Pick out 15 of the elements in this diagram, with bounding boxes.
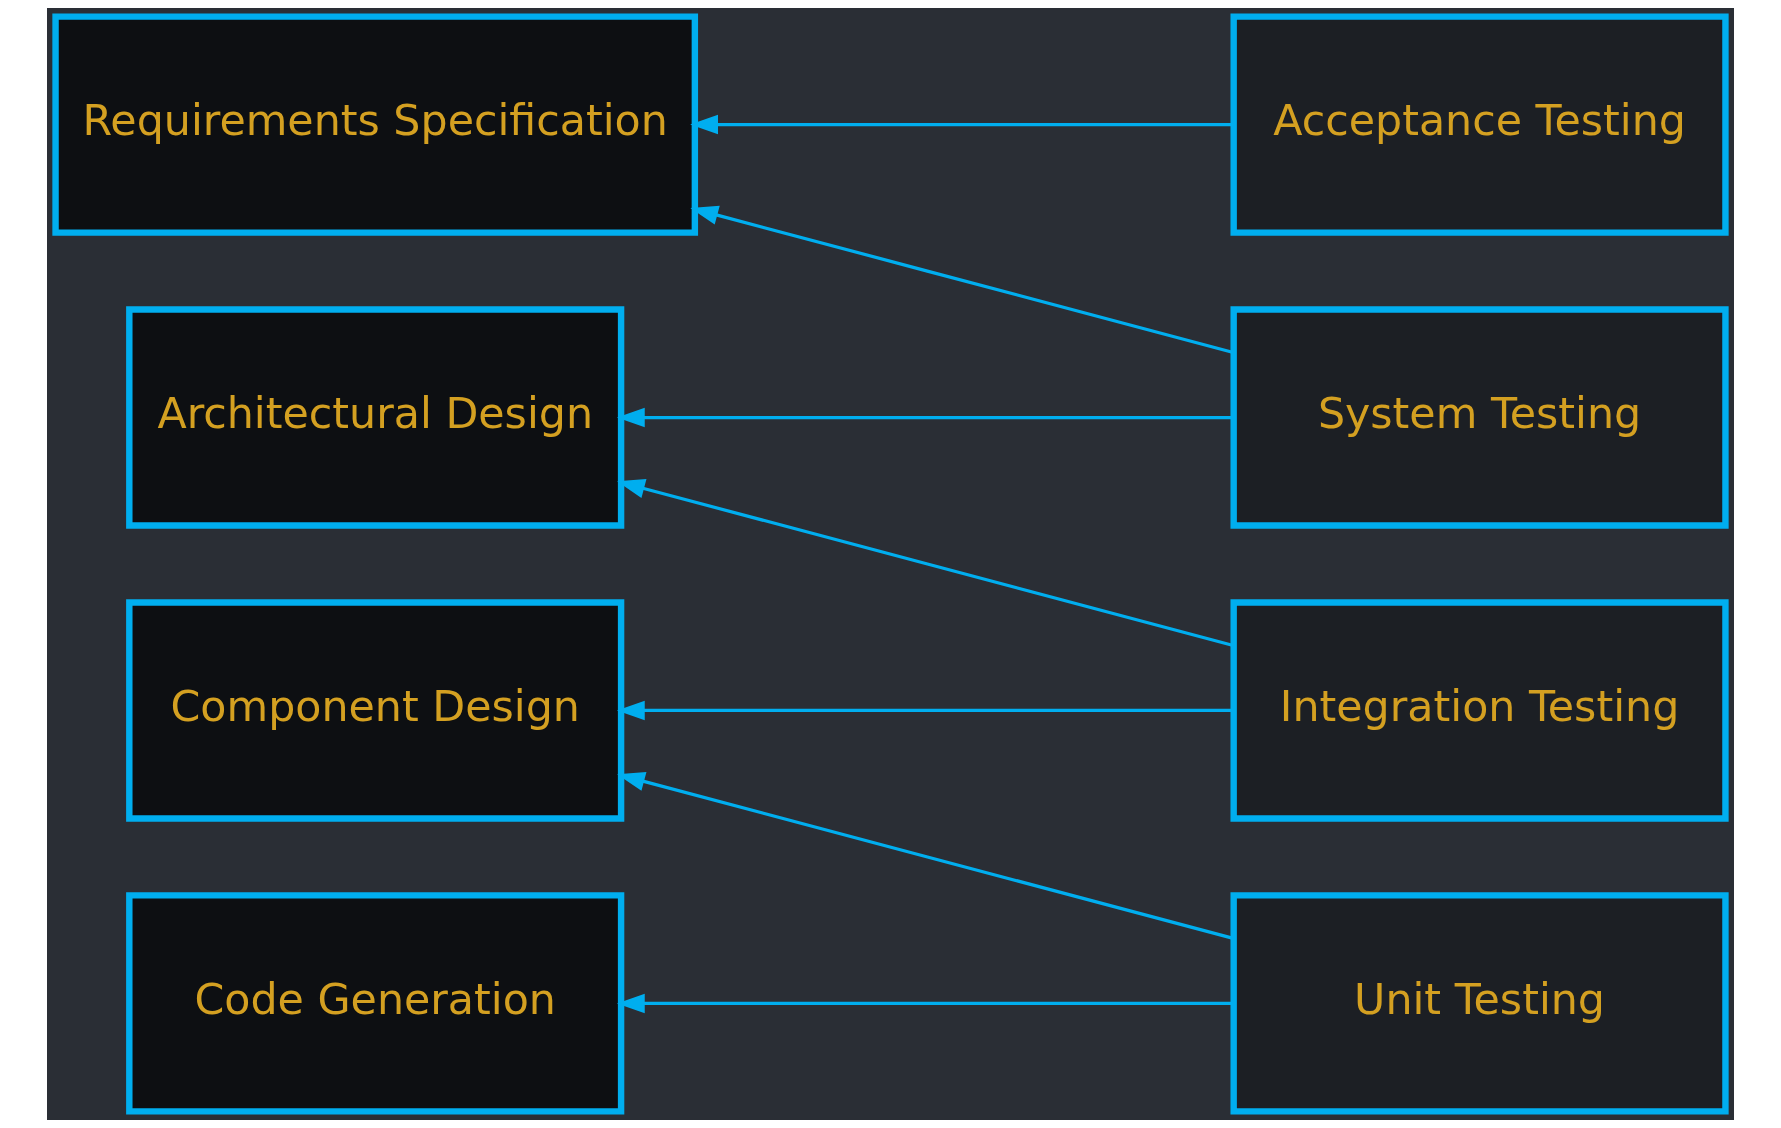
arrow (690, 205, 1234, 355)
arrow (616, 407, 1234, 428)
node-box: Code Generation (126, 892, 625, 1115)
node-box: Requirements Specification (52, 13, 699, 236)
node-box: Architectural Design (126, 306, 625, 529)
node-box: System Testing (1230, 306, 1729, 529)
node-box: Acceptance Testing (1230, 13, 1729, 236)
arrow (617, 479, 1234, 647)
arrow (616, 993, 1234, 1014)
arrow (616, 700, 1234, 721)
node-box: Unit Testing (1230, 892, 1729, 1115)
node-box: Integration Testing (1230, 599, 1729, 822)
arrow (690, 114, 1234, 135)
arrow (617, 772, 1234, 940)
node-box: Component Design (126, 599, 625, 822)
